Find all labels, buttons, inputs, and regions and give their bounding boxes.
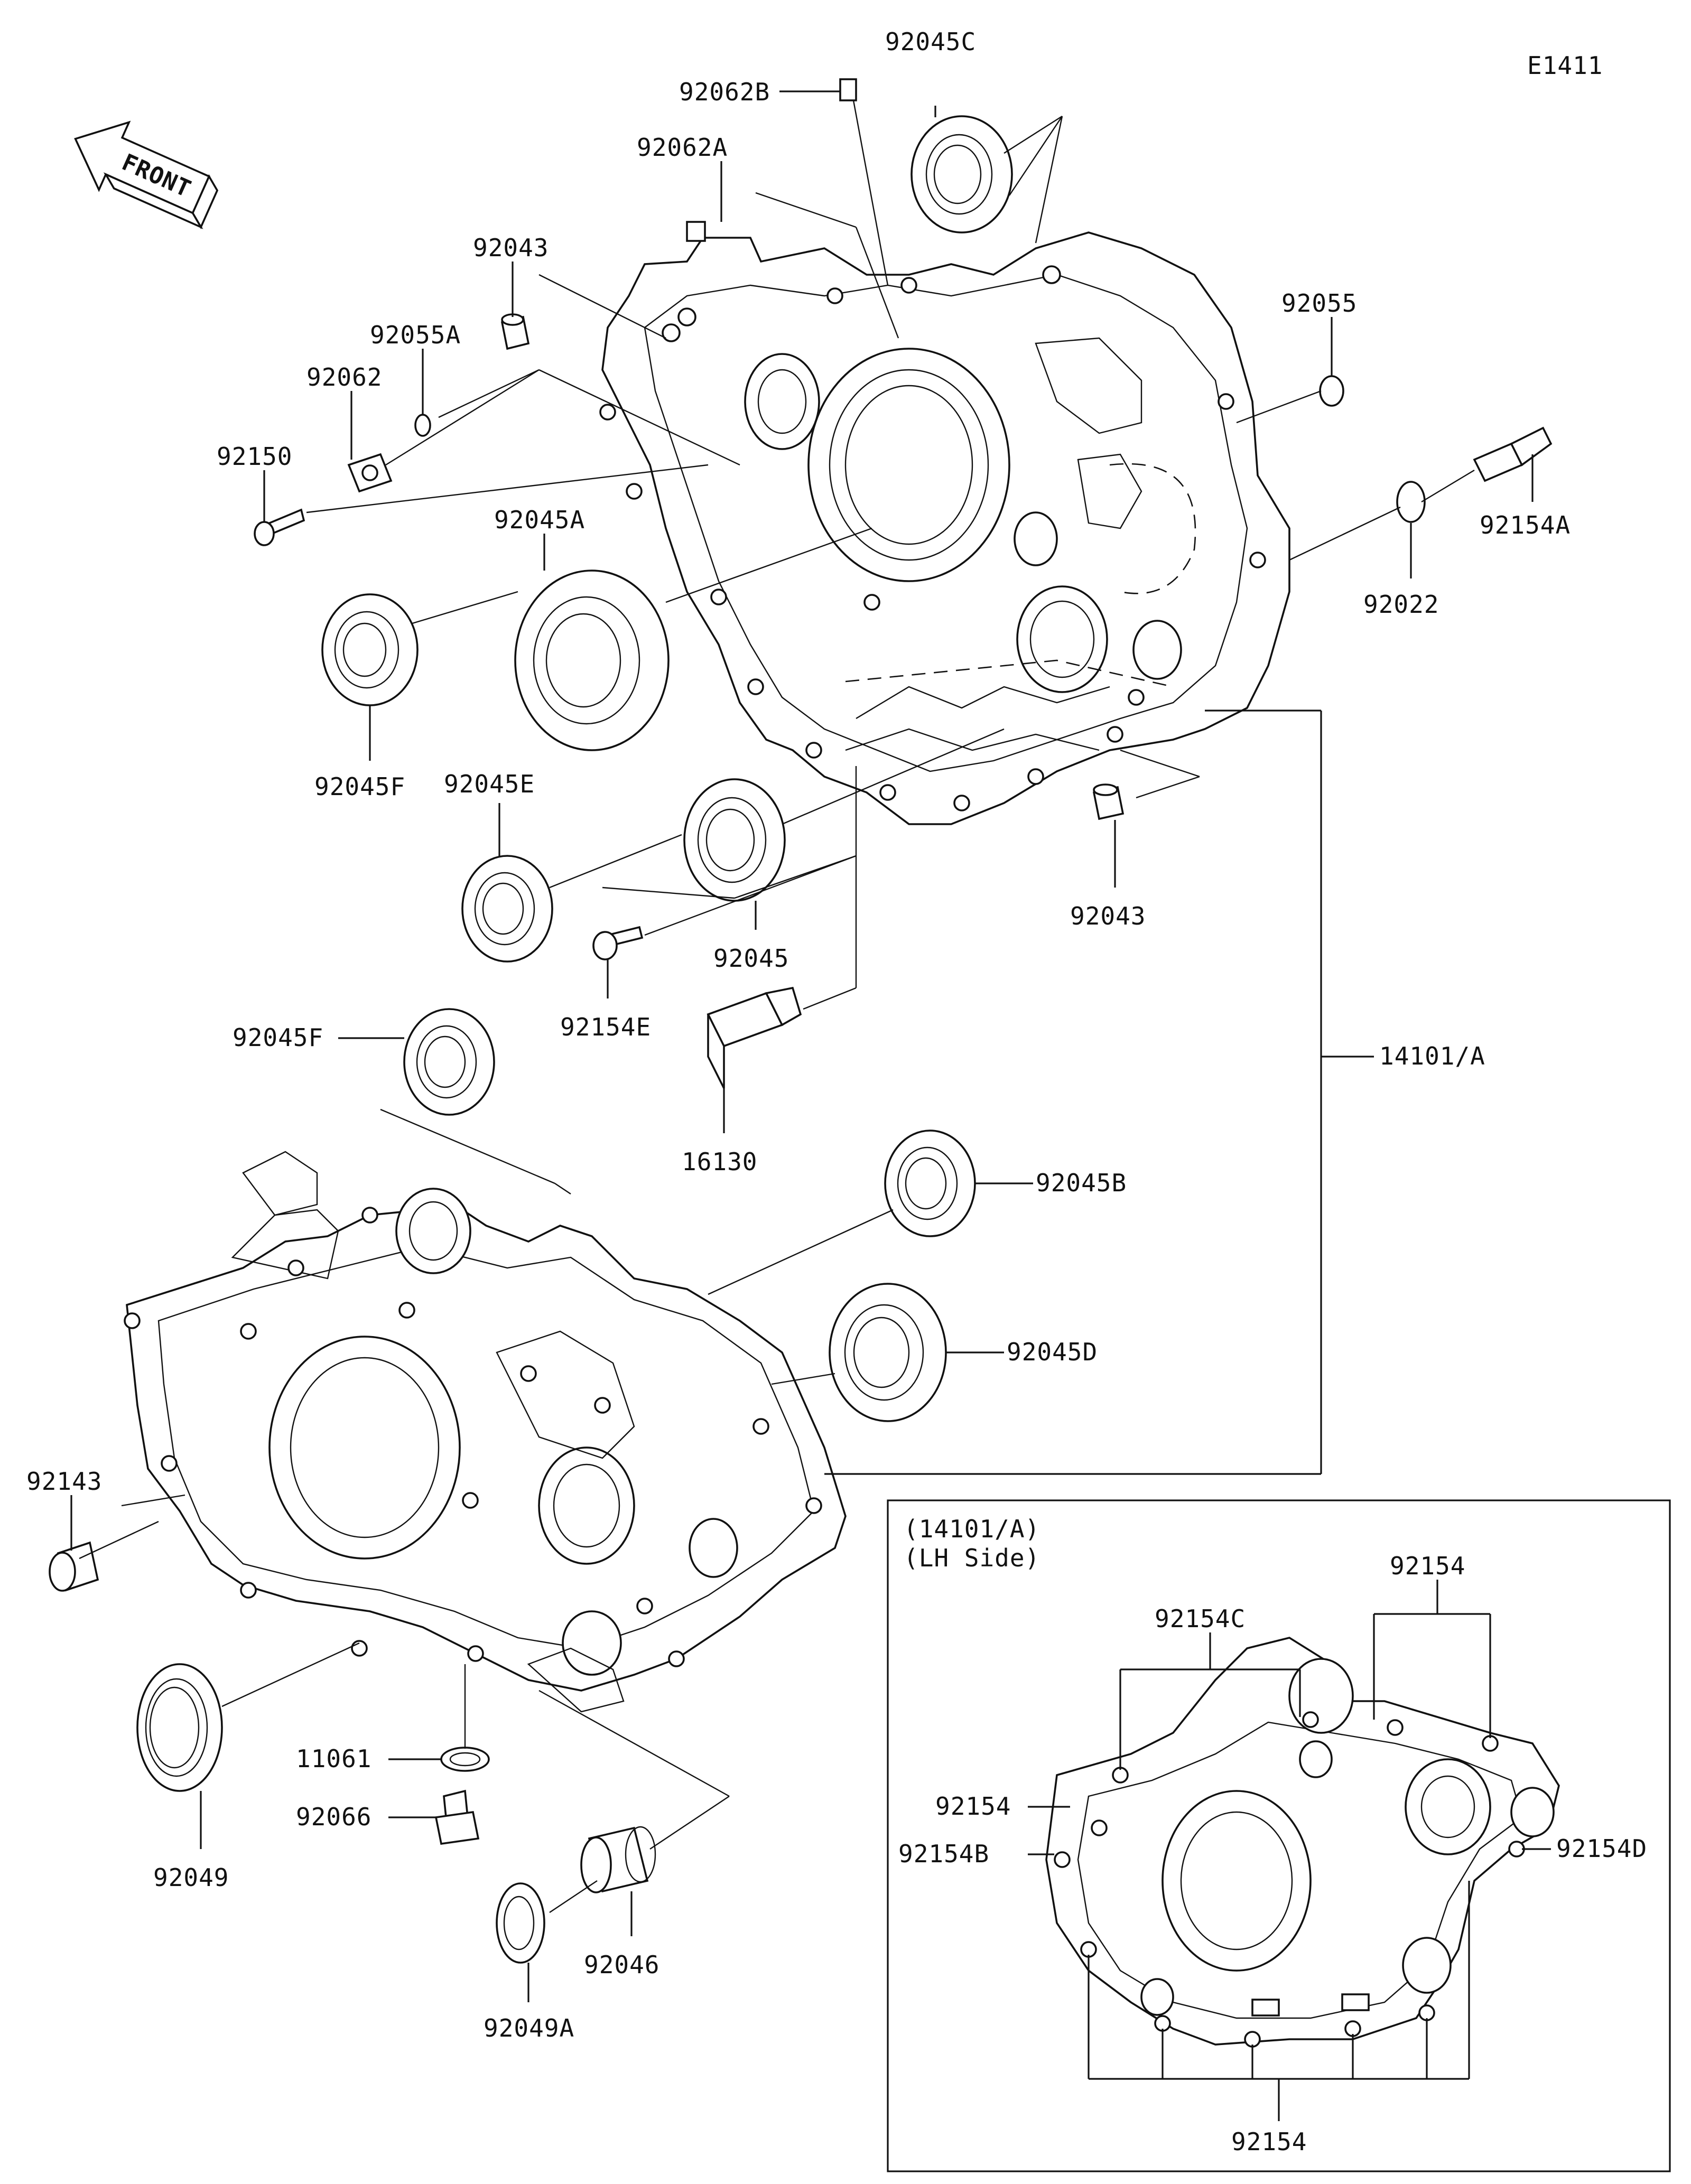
label-92062b: 92062B — [679, 78, 770, 106]
label-92062a: 92062A — [637, 133, 728, 162]
plug-92066 — [434, 1789, 480, 1845]
label-92045d: 92045D — [1007, 1338, 1098, 1366]
label-92154-inset-bottom: 92154 — [1231, 2127, 1307, 2156]
part-labels: 92045C 92062B 92062A 92043 92055A 92062 … — [26, 27, 1647, 2156]
label-92049a: 92049A — [484, 2014, 574, 2042]
bearing-92045f-mid — [403, 1008, 495, 1116]
label-92049: 92049 — [153, 1863, 229, 1892]
label-92043-top: 92043 — [473, 234, 549, 262]
bearing-92045a — [514, 570, 670, 751]
label-92045b: 92045B — [1036, 1169, 1127, 1197]
setscrew-92062b — [839, 78, 857, 101]
label-92045a: 92045A — [494, 506, 585, 534]
label-92055a: 92055A — [370, 321, 461, 349]
oil-seal-92049 — [136, 1663, 223, 1792]
label-11061: 11061 — [296, 1744, 371, 1773]
washer-92055 — [1319, 375, 1344, 407]
label-92154a: 92154A — [1480, 511, 1571, 539]
label-92066: 92066 — [296, 1803, 371, 1831]
fitting-92154a — [1473, 426, 1553, 482]
label-92045f-mid: 92045F — [233, 1023, 323, 1052]
label-92154-inset-left: 92154 — [935, 1792, 1011, 1821]
label-92046: 92046 — [584, 1950, 659, 1979]
crankcase-lh — [124, 1151, 847, 1713]
washer-92055a — [414, 414, 431, 437]
bearing-92045e — [461, 855, 553, 963]
label-92154c: 92154C — [1155, 1604, 1246, 1633]
label-92062: 92062 — [306, 363, 382, 391]
crankcase-rh — [599, 231, 1290, 825]
bearing-92045f-top — [321, 593, 419, 706]
setscrew-92062a — [686, 221, 706, 242]
bolt-92150 — [254, 508, 305, 546]
bolt-92154e — [592, 926, 644, 960]
dowel-92043-mid — [1092, 783, 1125, 820]
dowel-92043-top — [500, 313, 530, 350]
oil-seal-92049a — [496, 1882, 545, 1964]
inset-title-line1: (14101/A) — [904, 1515, 1040, 1543]
label-92154b: 92154B — [898, 1840, 989, 1868]
inset-title-line2: (LH Side) — [904, 1544, 1040, 1572]
label-92043-mid: 92043 — [1070, 902, 1146, 930]
bearing-92045c — [910, 115, 1013, 234]
label-92045c: 92045C — [885, 27, 976, 56]
washer-92022 — [1396, 481, 1426, 523]
fitting-92062 — [347, 453, 393, 493]
bearing-92045d — [829, 1283, 947, 1422]
label-92022: 92022 — [1363, 590, 1439, 619]
bearing-92045b — [884, 1130, 976, 1237]
front-arrow: FRONT — [74, 120, 219, 229]
bearing-92045 — [683, 778, 786, 902]
label-92154e: 92154E — [560, 1013, 651, 1041]
label-14101a: 14101/A — [1379, 1042, 1485, 1070]
leader-lines — [70, 90, 1534, 2002]
label-16130: 16130 — [682, 1147, 757, 1176]
label-92045: 92045 — [713, 944, 789, 973]
inset-frame — [887, 1499, 1671, 2172]
label-92045f-top: 92045F — [314, 772, 405, 801]
label-92143: 92143 — [26, 1467, 102, 1496]
needle-bearing-92046 — [580, 1826, 656, 1893]
label-92154-inset-top: 92154 — [1390, 1552, 1465, 1580]
label-92154d: 92154D — [1556, 1834, 1647, 1863]
label-92055: 92055 — [1281, 289, 1357, 318]
label-92150: 92150 — [217, 442, 292, 471]
label-92045e: 92045E — [444, 770, 535, 798]
gasket-11061 — [440, 1747, 490, 1772]
diagram-code: E1411 — [1527, 51, 1603, 80]
collar-92143 — [49, 1541, 99, 1592]
fitting-16130 — [707, 986, 802, 1089]
inset-lh-side: (14101/A) (LH Side) — [887, 1499, 1671, 2172]
